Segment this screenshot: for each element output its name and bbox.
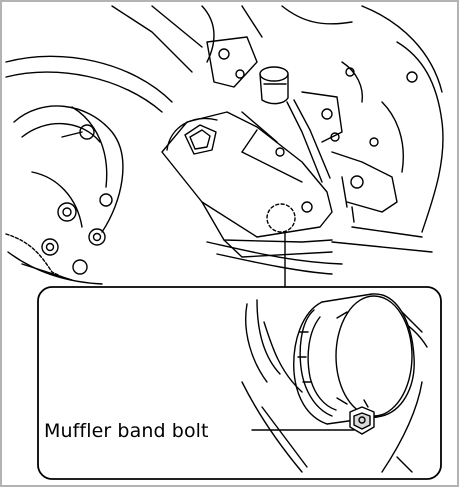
muffler-drawing bbox=[162, 112, 332, 257]
dashed-circle-marker bbox=[267, 204, 295, 232]
frame-drawing bbox=[112, 6, 443, 252]
rear-wheel-drawing bbox=[6, 56, 172, 284]
exhaust-pipe-drawing bbox=[207, 242, 342, 274]
callout-label-muffler-band-bolt: Muffler band bolt bbox=[44, 420, 209, 442]
